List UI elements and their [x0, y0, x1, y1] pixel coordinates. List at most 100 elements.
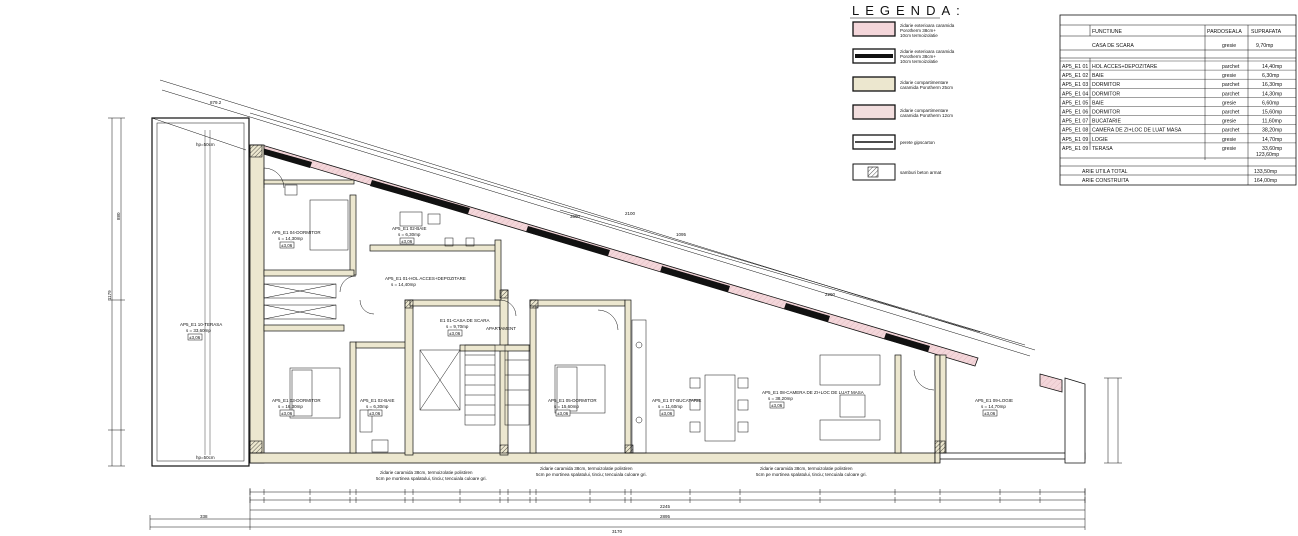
table-cell-area: 6,30mp — [1262, 73, 1279, 79]
dim-left-c: 1179 — [107, 290, 112, 300]
room-area: s = 15,60mp — [554, 404, 579, 409]
legend-item-6-line1: samburi beton armat — [900, 170, 942, 175]
legend-item-1-line3: 10cm termoizolatie — [900, 33, 938, 38]
dim-diag-2: 2100 — [625, 211, 636, 216]
dim-left-width: 338 — [200, 514, 208, 519]
note-2b: 5cm pe mortinea spalatului, tinciu; tenc… — [536, 472, 647, 477]
legend-item-3-line2: caramida Porotherm 25cm — [900, 85, 953, 90]
table-cell-code: AP5_E1 01 — [1062, 64, 1088, 70]
table-cell-name: CAMERA DE ZI+LOC DE LUAT MASA — [1092, 128, 1182, 134]
room-label: AP5_E1 08-CAMERA DE ZI+LOC DE LUAT MASA — [762, 390, 864, 395]
table-total-useful-value: 133,50mp — [1254, 169, 1277, 175]
table-cell-floor: gresie — [1222, 146, 1236, 152]
note-1a: zidarie caramida 38cm, termoizolatie pol… — [380, 470, 473, 475]
level-tag: ±3,06 — [984, 411, 996, 416]
legend-item-3-line1: zidarie compartimentare — [900, 80, 949, 85]
table-cell-name: TERASA — [1092, 146, 1113, 152]
table-cell-area: 15,60mp — [1262, 110, 1282, 116]
room-label: AP5_E1 02-BAIE — [360, 398, 395, 403]
table-cell-name: LOGIE — [1092, 137, 1108, 143]
level-tag: ±3,06 — [557, 411, 569, 416]
legend-item-2-line1: zidarie exterioara caramida — [900, 49, 955, 54]
level-tag: ±3,06 — [661, 411, 673, 416]
hp-label-2: hp=50cm — [196, 455, 215, 460]
hatched-wall-swatch — [852, 21, 896, 37]
table-cell-code: AP5_E1 04 — [1062, 91, 1088, 97]
dim-sub2: 2245 — [660, 504, 671, 509]
partition-wall-swatch — [852, 76, 896, 92]
room-label: AP5_E1 03-DORMITOR — [272, 398, 321, 403]
table-cell-floor: parchet — [1222, 91, 1240, 97]
table-cell-name: DORMITOR — [1092, 91, 1120, 97]
table-cell-code: AP5_E1 07 — [1062, 119, 1088, 125]
table-header-function: FUNCTIUNE — [1092, 29, 1123, 35]
thin-wall-swatch — [852, 104, 896, 120]
apartment-label: APARTAMENT — [486, 326, 516, 331]
level-tag-box — [555, 409, 571, 417]
table-cell-area: 14,70mp — [1262, 137, 1282, 143]
table-cell-area: 6,60mp — [1262, 100, 1279, 106]
room-label: AP5_E1 02-BAIE — [392, 226, 427, 231]
room-area: s = 14,40mp — [391, 282, 416, 287]
table-stair-floor: gresie — [1222, 43, 1236, 49]
table-cell-area: 38,20mp — [1262, 128, 1282, 134]
room-area: s = 11,60mp — [658, 404, 683, 409]
bottom-dimension-ticks — [249, 489, 1086, 503]
furniture — [263, 184, 881, 454]
note-2a: zidarie caramida 38cm, termoizolatie pol… — [540, 466, 633, 471]
main-building-outline — [249, 144, 1086, 464]
room-area: s = 6,30mp — [366, 404, 389, 409]
room-area: s = 14,70mp — [981, 404, 1006, 409]
level-tag-box — [982, 409, 998, 417]
level-tag-box — [279, 409, 295, 417]
room-label: AP5_E1 09-LOGIE — [975, 398, 1013, 403]
concrete-cores — [249, 144, 946, 454]
level-tag-box — [367, 409, 383, 417]
dim-sub1: 2895 — [660, 514, 671, 519]
table-total-built-label: ARIE CONSTRUITA — [1082, 178, 1129, 184]
level-tag: ±3,06 — [369, 411, 381, 416]
legend-item-2-line2: Porotherm 38cm+ — [900, 54, 936, 59]
table-header-area: SUPRAFATA — [1251, 29, 1282, 35]
table-cell-code: AP5_E1 09 — [1062, 146, 1088, 152]
table-cell-floor: parchet — [1222, 64, 1240, 70]
table-cell-area: 14,40mp — [1262, 64, 1282, 70]
note-1b: 5cm pe mortinea spalatului, tinciu; tenc… — [376, 476, 487, 481]
table-cell-name: BUCATARIE — [1092, 119, 1121, 125]
table-cell-floor: gresie — [1222, 73, 1236, 79]
table-cell-area: 11,60mp — [1262, 119, 1282, 125]
table-cell-name: HOL ACCES+DEPOZITARE — [1092, 64, 1158, 70]
table-cell-area: 14,30mp — [1262, 91, 1282, 97]
level-tag-box — [659, 409, 675, 417]
table-total-built-value: 164,00mp — [1254, 178, 1277, 184]
bottom-dimension-lines — [149, 488, 1086, 530]
table-cell-name: DORMITOR — [1092, 110, 1120, 116]
table-cell-code: AP5_E1 03 — [1062, 82, 1088, 88]
dim-diag-4: 2290 — [825, 292, 836, 297]
dim-diag-1: 879.2 — [210, 100, 222, 105]
legend-title: LEGENDA: — [852, 3, 966, 18]
table-cell-code: AP5_E1 08 — [1062, 128, 1088, 134]
table-cell-code: AP5_E1 06 — [1062, 110, 1088, 116]
dim-left-a: 880 — [116, 212, 121, 220]
table-cell-floor: gresie — [1222, 100, 1236, 106]
room-area: s = 16,30mp — [278, 404, 303, 409]
table-cell-code: AP5_E1 09 — [1062, 137, 1088, 143]
level-tag: ±3,06 — [401, 239, 413, 244]
table-stair-area: 9,70mp — [1256, 43, 1273, 49]
room-label: AP5_E1 01-HOL ACCES+DEPOZITARE — [385, 276, 466, 281]
table-cell-name: DORMITOR — [1092, 82, 1120, 88]
note-3b: 5cm pe mortinea spalatului, tinciu; tenc… — [756, 472, 867, 477]
room-label: AP5_E1 04-DORMITOR — [272, 230, 321, 235]
hp-label-1: hp=50cm — [196, 142, 215, 147]
room-area: s = 6,30mp — [398, 232, 421, 237]
room-area: s = 38,20mp — [768, 396, 793, 401]
dim-total: 3170 — [612, 529, 623, 534]
left-dimension-lines — [108, 117, 125, 467]
legend-item-4-line2: caramida Porotherm 12cm — [900, 113, 953, 118]
table-cell-floor: parchet — [1222, 128, 1240, 134]
level-tag: ±3,06 — [771, 403, 783, 408]
diagonal-dimension-lines — [159, 79, 1036, 357]
